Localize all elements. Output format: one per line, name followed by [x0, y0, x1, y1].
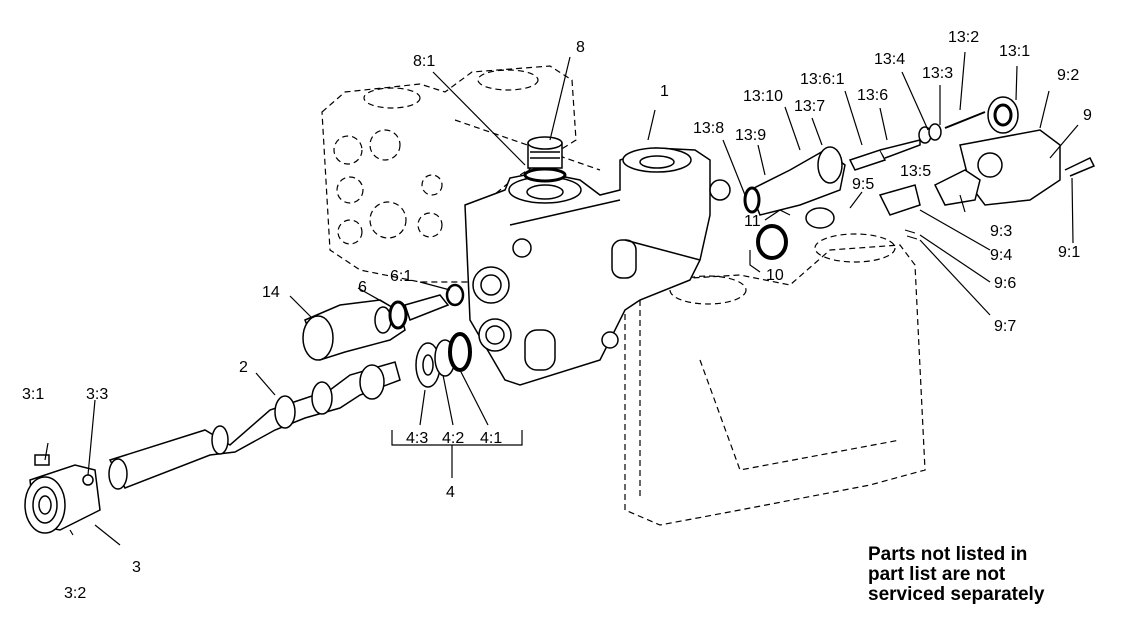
- callout-4-2: 4:2: [442, 430, 464, 447]
- callout-6-1: 6:1: [390, 268, 412, 285]
- callout-13-4: 13:4: [874, 51, 905, 68]
- front-valve-section: [624, 233, 926, 526]
- callout-9-6: 9:6: [994, 275, 1016, 292]
- callout-9-3: 9:3: [990, 223, 1012, 240]
- service-note-line-1: Parts not listed in: [868, 544, 1028, 565]
- callout-9-1: 9:1: [1058, 244, 1080, 261]
- plug-8: [523, 136, 567, 183]
- callout-13-9: 13:9: [735, 127, 766, 144]
- callout-13-1: 13:1: [999, 43, 1030, 60]
- rear-valve-section: [321, 65, 601, 283]
- callout-4-1: 4:1: [480, 430, 502, 447]
- callout-4-3: 4:3: [406, 430, 428, 447]
- callout-13-8: 13:8: [693, 120, 724, 137]
- callout-3: 3: [132, 559, 141, 576]
- callout-2: 2: [239, 359, 248, 376]
- callout-8: 8: [576, 39, 585, 56]
- callout-13-3: 13:3: [922, 65, 953, 82]
- cartridge-13: [743, 96, 1019, 260]
- callout-9-2: 9:2: [1057, 67, 1079, 84]
- leader-lines: [44, 51, 1079, 546]
- callout-11: 11: [744, 213, 761, 230]
- callout-labels: 1 2 3 3:1 3:2 3:3 4 4:1 4:2 4:3 6 6:1 8 …: [22, 29, 1092, 602]
- callout-9-7: 9:7: [994, 318, 1016, 335]
- callout-8-1: 8:1: [413, 53, 435, 70]
- callout-4: 4: [446, 484, 455, 501]
- callout-9-4: 9:4: [990, 247, 1012, 264]
- callout-10: 10: [766, 267, 784, 284]
- callout-6: 6: [358, 279, 367, 296]
- callout-3-2: 3:2: [64, 585, 86, 602]
- end-cap-3: [24, 454, 101, 534]
- service-note-line-3: serviced separately: [868, 584, 1045, 605]
- assembly-9: [878, 129, 1096, 240]
- callout-3-3: 3:3: [86, 386, 108, 403]
- callout-9-5: 9:5: [852, 176, 874, 193]
- callout-9: 9: [1083, 107, 1092, 124]
- callout-13-5: 13:5: [900, 163, 931, 180]
- valve-14: [302, 283, 465, 361]
- spool-2: [108, 361, 401, 490]
- callout-13-6: 13:6: [857, 87, 888, 104]
- seal-pack-4: [415, 332, 472, 388]
- valve-housing: [464, 147, 731, 386]
- callout-1: 1: [660, 83, 669, 100]
- callout-14: 14: [262, 284, 280, 301]
- callout-13-7: 13:7: [794, 98, 825, 115]
- service-note-line-2: part list are not: [868, 564, 1006, 585]
- callout-13-6-1: 13:6:1: [800, 71, 845, 88]
- callout-13-2: 13:2: [948, 29, 979, 46]
- callout-3-1: 3:1: [22, 386, 44, 403]
- callout-13-10: 13:10: [743, 88, 783, 105]
- service-note: Parts not listed in part list are not se…: [868, 545, 1118, 605]
